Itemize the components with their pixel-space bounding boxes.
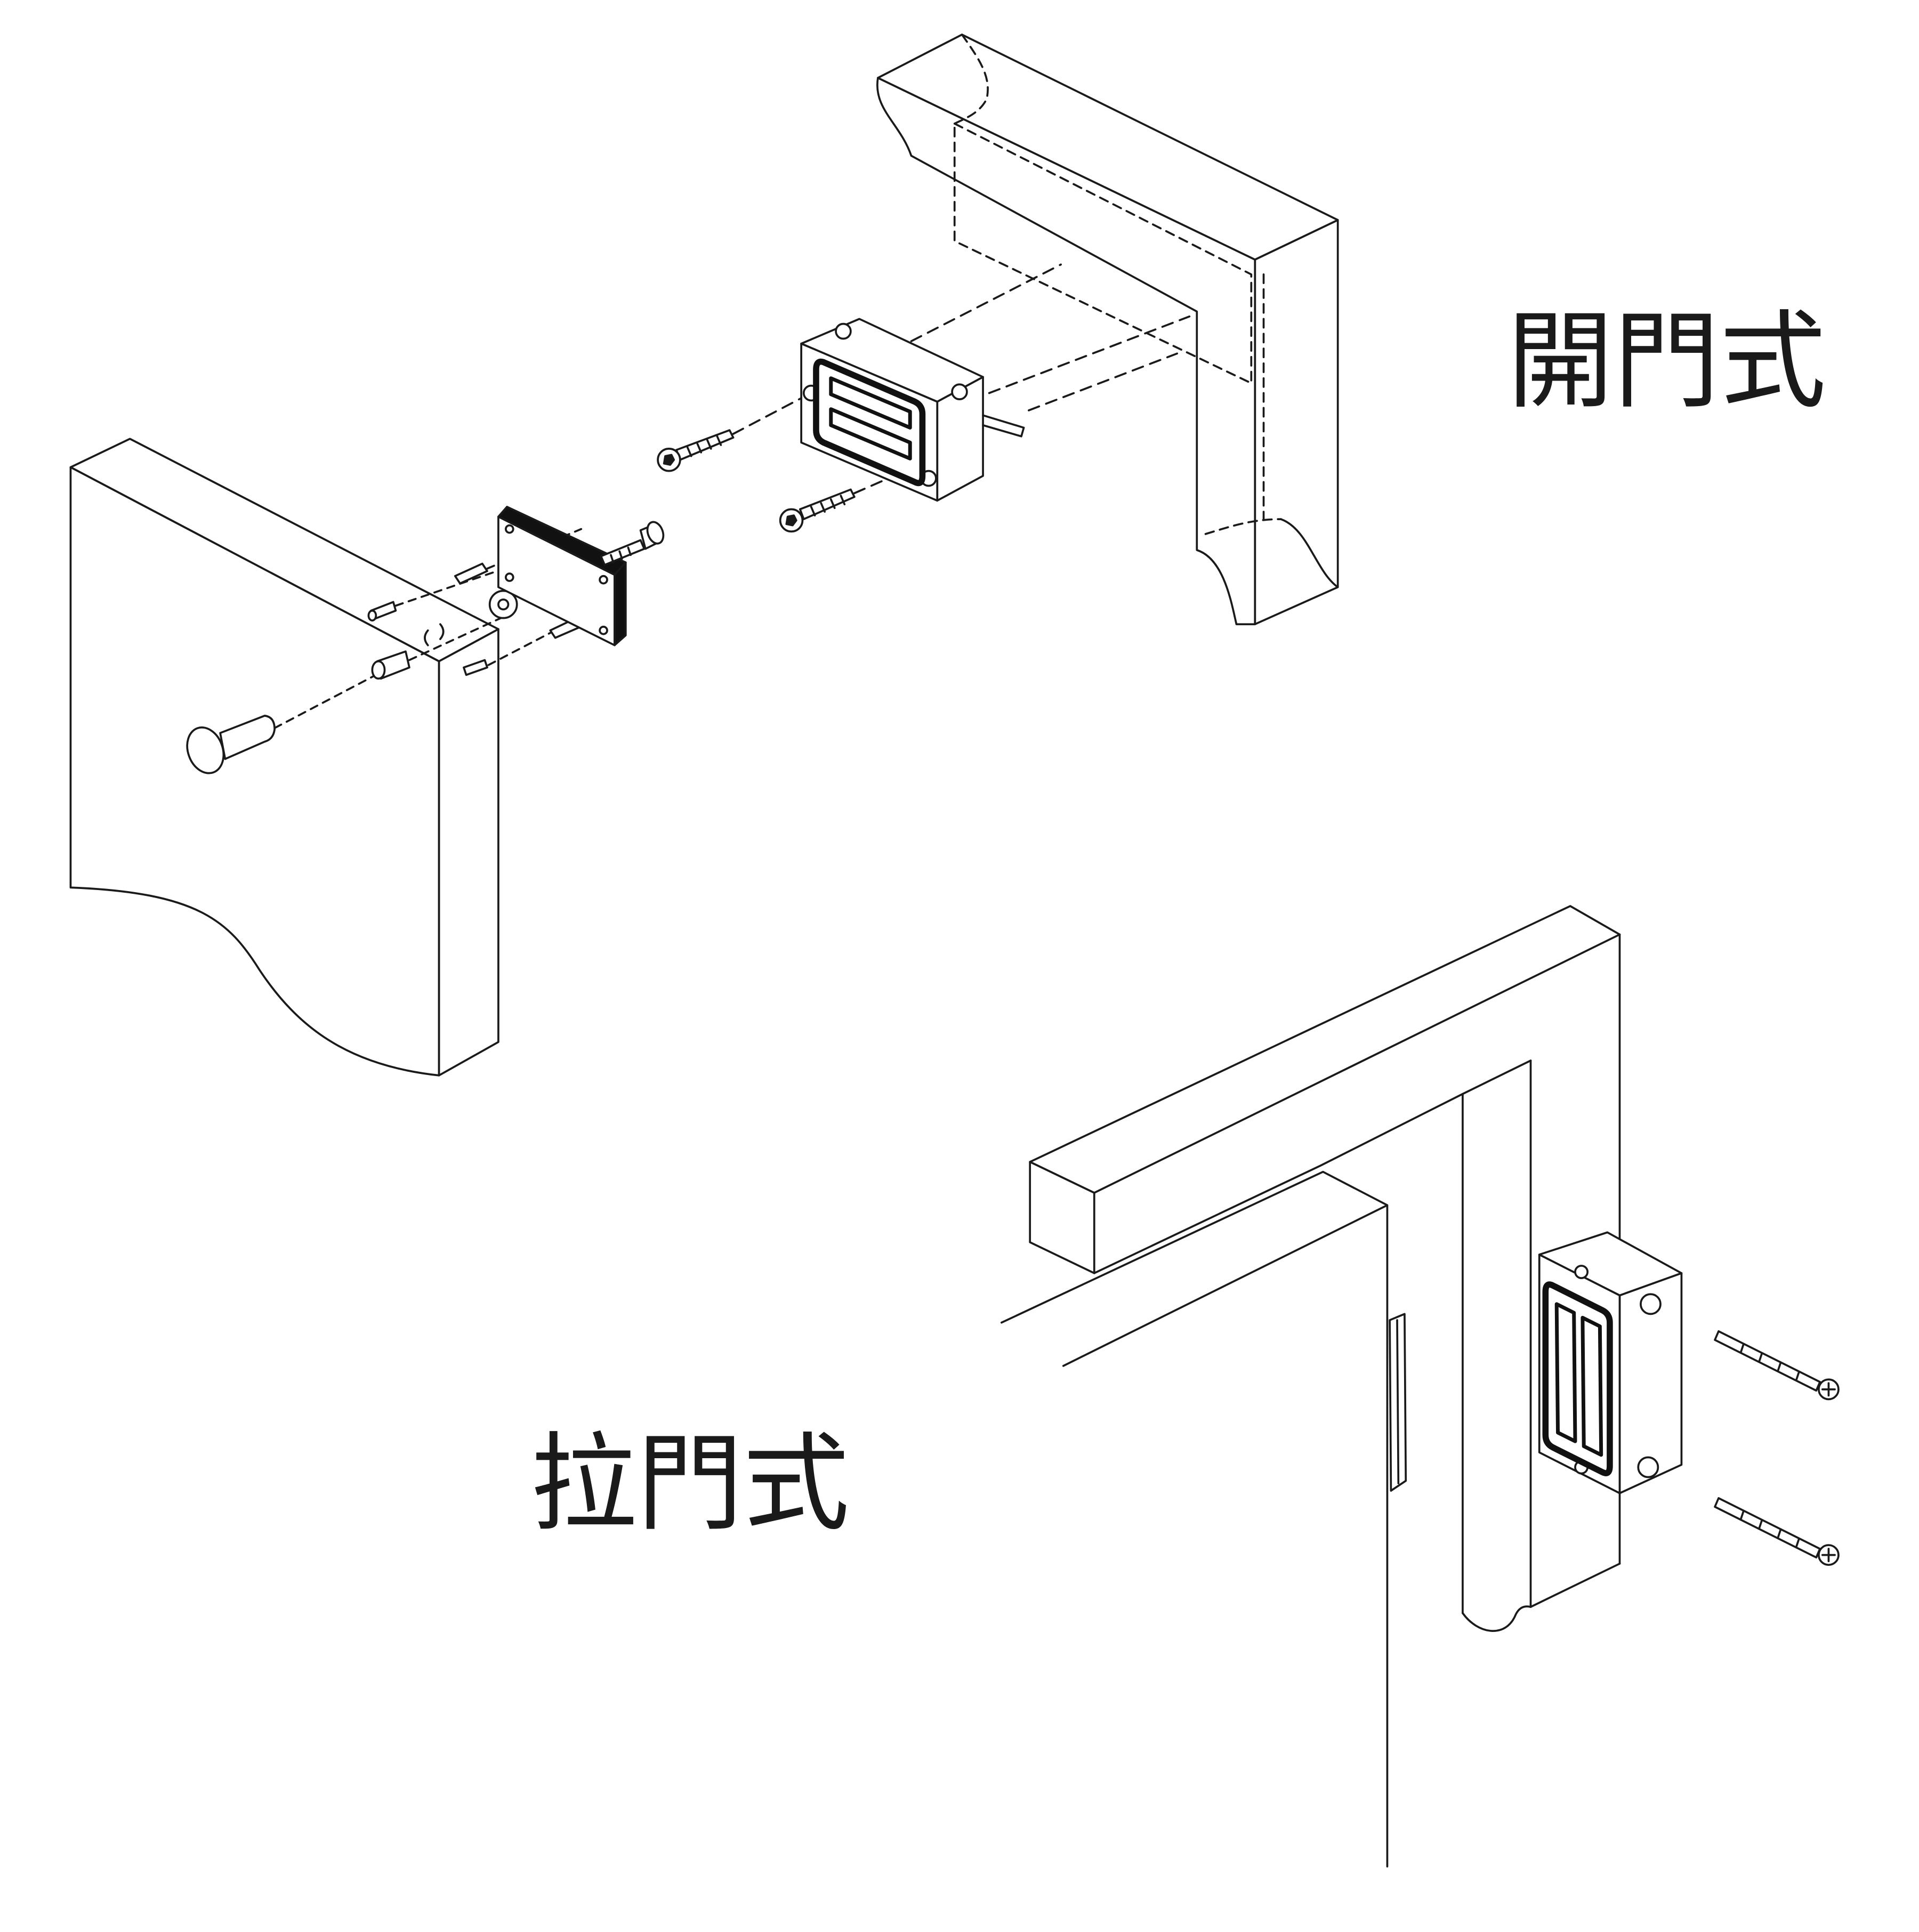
magnet-slot xyxy=(829,407,912,460)
frame-jamb-side-face xyxy=(1254,219,1339,626)
mounting-screw xyxy=(779,488,856,533)
guide-pins xyxy=(367,562,585,680)
sliding-door-panel xyxy=(1000,1170,1407,1868)
phillips-cross xyxy=(1821,1548,1836,1563)
long-mounting-screw xyxy=(1714,1497,1840,1566)
armature-bolt xyxy=(600,521,665,566)
electromagnet-lock-sliding xyxy=(1538,1231,1683,1494)
door-knob xyxy=(186,714,276,774)
mounting-hole xyxy=(1637,1456,1659,1478)
bolt-head xyxy=(646,521,665,545)
swing-door-label: 開門式 xyxy=(1507,300,1826,424)
mounting-hole xyxy=(1640,1293,1662,1315)
long-mounting-screw xyxy=(1714,1330,1840,1401)
magnet-slot xyxy=(829,376,912,430)
header-bottom-edge xyxy=(1093,1060,1532,1274)
electromagnet-lock-swing xyxy=(800,318,1025,502)
door-front-face xyxy=(69,466,440,1077)
hex-socket xyxy=(785,514,797,527)
post-profile-curve xyxy=(1462,1605,1532,1632)
frame-profile-curve xyxy=(1280,518,1339,588)
mounting-hole xyxy=(951,383,968,400)
phillips-cross xyxy=(1821,1382,1836,1397)
magnet-slot xyxy=(1554,1302,1577,1443)
plate-side-edge xyxy=(614,561,627,646)
sliding-door-frame xyxy=(1029,905,1621,1632)
frame-header-top-face xyxy=(877,34,1339,261)
post-bottom-edge xyxy=(1529,1563,1621,1608)
mounting-screw xyxy=(657,429,735,472)
mounting-hole xyxy=(1574,1265,1589,1279)
swing-door-leaf xyxy=(69,438,499,1077)
mounting-hole xyxy=(835,322,852,340)
lock-wire xyxy=(982,414,1025,438)
magnet-slot xyxy=(1581,1315,1603,1457)
frame-hidden-rabbet xyxy=(953,34,1282,535)
sliding-door-label: 拉門式 xyxy=(530,1422,849,1546)
swing-door-frame xyxy=(876,34,1339,626)
hex-socket xyxy=(663,454,675,466)
knob-head xyxy=(186,726,225,774)
door-edge-face xyxy=(438,628,499,1077)
armature-plate xyxy=(497,506,627,646)
